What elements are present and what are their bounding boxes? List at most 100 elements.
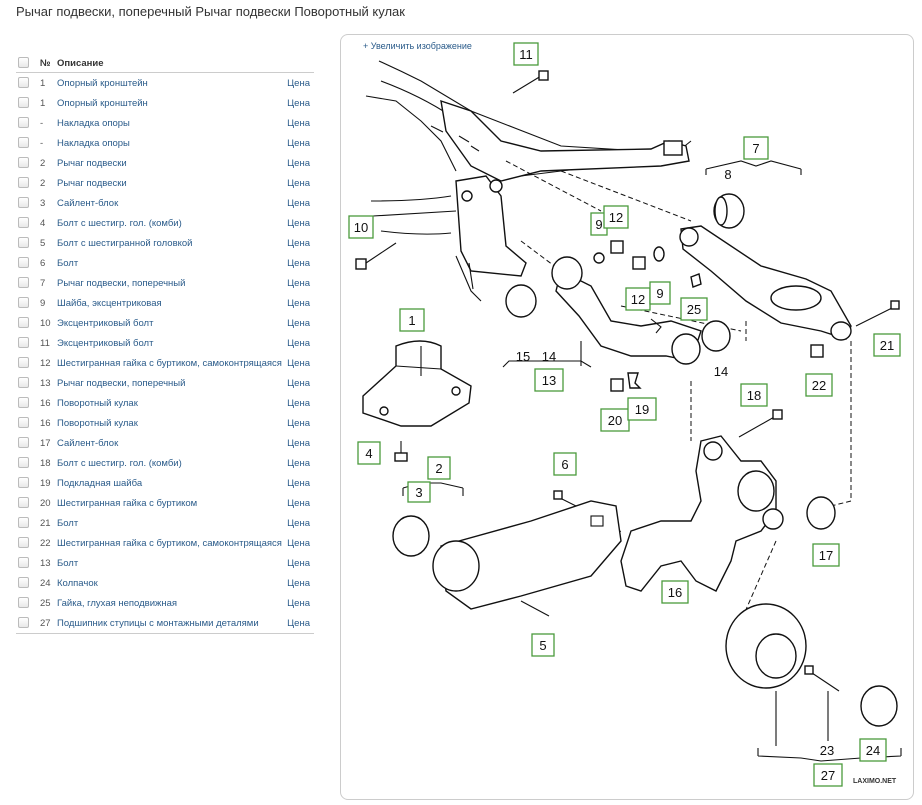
row-description-link[interactable]: Шестигранная гайка с буртиком, самоконтр… xyxy=(57,357,282,369)
callout-1[interactable]: 1 xyxy=(399,308,425,332)
row-description-link[interactable]: Поворотный кулак xyxy=(57,417,138,429)
row-checkbox[interactable] xyxy=(18,277,29,289)
row-price-link[interactable]: Цена xyxy=(287,397,310,409)
row-price-link[interactable]: Цена xyxy=(287,197,310,209)
enlarge-image-link[interactable]: + Увеличить изображение xyxy=(363,41,472,51)
row-checkbox[interactable] xyxy=(18,197,29,209)
row-price-link[interactable]: Цена xyxy=(287,357,310,369)
row-price-link[interactable]: Цена xyxy=(287,457,310,469)
row-checkbox[interactable] xyxy=(18,217,29,229)
row-checkbox[interactable] xyxy=(18,237,29,249)
callout-17[interactable]: 17 xyxy=(812,543,840,567)
callout-12-upper[interactable]: 12 xyxy=(603,205,629,229)
row-price-link[interactable]: Цена xyxy=(287,337,310,349)
row-description-link[interactable]: Болт с шестигранной головкой xyxy=(57,237,193,249)
select-all-checkbox[interactable] xyxy=(18,57,29,69)
row-checkbox[interactable] xyxy=(18,617,29,629)
row-price-link[interactable]: Цена xyxy=(287,517,310,529)
row-description-link[interactable]: Опорный кронштейн xyxy=(57,97,148,109)
row-description-link[interactable]: Рычаг подвески xyxy=(57,177,127,189)
row-description-link[interactable]: Рычаг подвески, поперечный xyxy=(57,377,186,389)
row-price-link[interactable]: Цена xyxy=(287,177,310,189)
row-price-link[interactable]: Цена xyxy=(286,613,314,634)
row-description-link[interactable]: Шестигранная гайка с буртиком xyxy=(57,497,198,509)
row-checkbox[interactable] xyxy=(18,77,29,89)
callout-4[interactable]: 4 xyxy=(357,441,381,465)
row-price-link[interactable]: Цена xyxy=(287,537,310,549)
row-price-link[interactable]: Цена xyxy=(287,577,310,589)
row-description-link[interactable]: Подшипник ступицы с монтажными деталями xyxy=(57,613,287,634)
row-description-link[interactable]: Сайлент-блок xyxy=(57,437,119,449)
row-description-link[interactable]: Шестигранная гайка с буртиком, самоконтр… xyxy=(57,537,282,549)
callout-27[interactable]: 27 xyxy=(813,763,843,787)
row-price-link[interactable]: Цена xyxy=(287,77,310,89)
row-price-link[interactable]: Цена xyxy=(287,597,310,609)
row-checkbox[interactable] xyxy=(18,437,29,449)
row-description-link[interactable]: Опорный кронштейн xyxy=(57,77,148,89)
callout-25[interactable]: 25 xyxy=(680,297,708,321)
row-checkbox[interactable] xyxy=(18,457,29,469)
row-price-link[interactable]: Цена xyxy=(287,497,310,509)
callout-20[interactable]: 20 xyxy=(600,408,630,432)
callout-18[interactable]: 18 xyxy=(740,383,768,407)
callout-21[interactable]: 21 xyxy=(873,333,901,357)
row-description-link[interactable]: Болт xyxy=(57,257,79,269)
row-description-link[interactable]: Рычаг подвески xyxy=(57,157,127,169)
row-checkbox[interactable] xyxy=(18,517,29,529)
row-checkbox[interactable] xyxy=(18,157,29,169)
callout-24[interactable]: 24 xyxy=(859,738,887,762)
row-description-link[interactable]: Болт с шестигр. гол. (комби) xyxy=(57,457,182,469)
callout-6[interactable]: 6 xyxy=(553,452,577,476)
row-price-link[interactable]: Цена xyxy=(287,157,310,169)
row-checkbox[interactable] xyxy=(18,357,29,369)
row-checkbox[interactable] xyxy=(18,177,29,189)
callout-13[interactable]: 13 xyxy=(534,368,564,392)
row-description-link[interactable]: Гайка, глухая неподвижная xyxy=(57,597,178,609)
row-checkbox[interactable] xyxy=(18,137,29,149)
row-price-link[interactable]: Цена xyxy=(287,217,310,229)
row-description-link[interactable]: Шайба, эксцентриковая xyxy=(57,297,162,309)
row-price-link[interactable]: Цена xyxy=(287,437,310,449)
row-description-link[interactable]: Поворотный кулак xyxy=(57,397,138,409)
row-checkbox[interactable] xyxy=(18,417,29,429)
row-checkbox[interactable] xyxy=(18,377,29,389)
row-price-link[interactable]: Цена xyxy=(287,317,310,329)
row-description-link[interactable]: Рычаг подвески, поперечный xyxy=(57,277,186,289)
callout-11[interactable]: 11 xyxy=(513,42,539,66)
row-checkbox[interactable] xyxy=(18,397,29,409)
row-description-link[interactable]: Болт с шестигр. гол. (комби) xyxy=(57,217,182,229)
row-checkbox[interactable] xyxy=(18,337,29,349)
row-checkbox[interactable] xyxy=(18,97,29,109)
row-description-link[interactable]: Накладка опоры xyxy=(57,117,130,129)
row-price-link[interactable]: Цена xyxy=(287,137,310,149)
row-checkbox[interactable] xyxy=(18,297,29,309)
callout-10[interactable]: 10 xyxy=(348,215,374,239)
callout-2[interactable]: 2 xyxy=(427,456,451,480)
row-checkbox[interactable] xyxy=(18,257,29,269)
row-price-link[interactable]: Цена xyxy=(287,477,310,489)
row-checkbox[interactable] xyxy=(18,317,29,329)
row-checkbox[interactable] xyxy=(18,597,29,609)
row-description-link[interactable]: Эксцентриковый болт xyxy=(57,317,154,329)
callout-7[interactable]: 7 xyxy=(743,136,769,160)
row-description-link[interactable]: Болт xyxy=(57,557,79,569)
callout-5[interactable]: 5 xyxy=(531,633,555,657)
callout-19[interactable]: 19 xyxy=(627,397,657,421)
row-description-link[interactable]: Накладка опоры xyxy=(57,137,130,149)
row-price-link[interactable]: Цена xyxy=(287,117,310,129)
callout-3[interactable]: 3 xyxy=(407,481,431,503)
row-description-link[interactable]: Сайлент-блок xyxy=(57,197,119,209)
row-price-link[interactable]: Цена xyxy=(287,377,310,389)
row-checkbox[interactable] xyxy=(18,557,29,569)
row-checkbox[interactable] xyxy=(18,577,29,589)
callout-22[interactable]: 22 xyxy=(805,373,833,397)
row-description-link[interactable]: Болт xyxy=(57,517,79,529)
callout-12-lower[interactable]: 12 xyxy=(625,287,651,311)
callout-9-lower[interactable]: 9 xyxy=(649,281,671,305)
row-checkbox[interactable] xyxy=(18,537,29,549)
row-price-link[interactable]: Цена xyxy=(287,257,310,269)
row-price-link[interactable]: Цена xyxy=(287,557,310,569)
row-checkbox[interactable] xyxy=(18,117,29,129)
row-description-link[interactable]: Колпачок xyxy=(57,577,98,589)
row-description-link[interactable]: Подкладная шайба xyxy=(57,477,143,489)
